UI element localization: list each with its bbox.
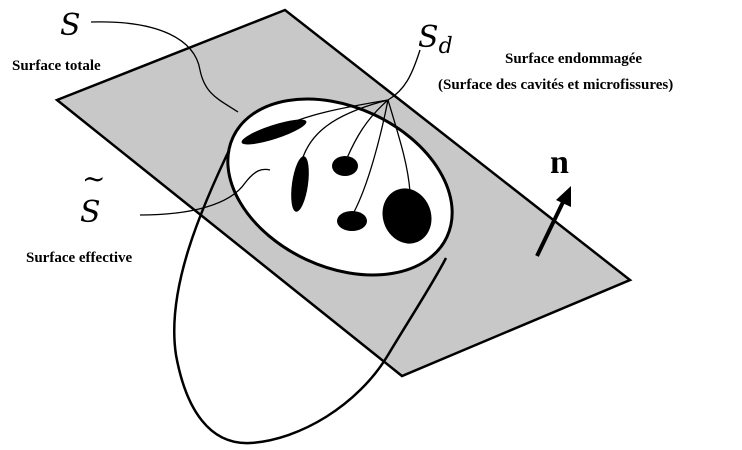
damaged-surface-symbol: Sd — [418, 20, 453, 59]
total-surface-caption: Surface totale — [12, 58, 101, 74]
normal-vector-arrowhead — [556, 186, 571, 207]
cavity-vertical — [291, 156, 309, 212]
leader-effective-surface — [139, 168, 271, 216]
damaged-surface-caption-line2: (Surface des cavités et microfissures) — [438, 77, 673, 93]
microcrack-elongated — [241, 119, 307, 145]
effective-surface-caption: Surface effective — [26, 250, 133, 266]
effective-surface-symbol: S — [80, 195, 101, 230]
damaged-surface-caption-line1: Surface endommagée — [505, 51, 642, 67]
total-surface-symbol: S — [60, 8, 81, 43]
body-volume-outline — [172, 139, 448, 445]
cavity-small-top — [332, 156, 358, 176]
cavity-small-bottom — [337, 211, 367, 231]
normal-vector-label: n — [550, 144, 569, 181]
leader-damaged-surface — [279, 49, 421, 213]
cavity-large — [382, 188, 432, 244]
leader-total-surface — [90, 21, 239, 113]
normal-vector-shaft — [535, 199, 566, 257]
effective-surface-tilde: ~ — [82, 162, 105, 195]
